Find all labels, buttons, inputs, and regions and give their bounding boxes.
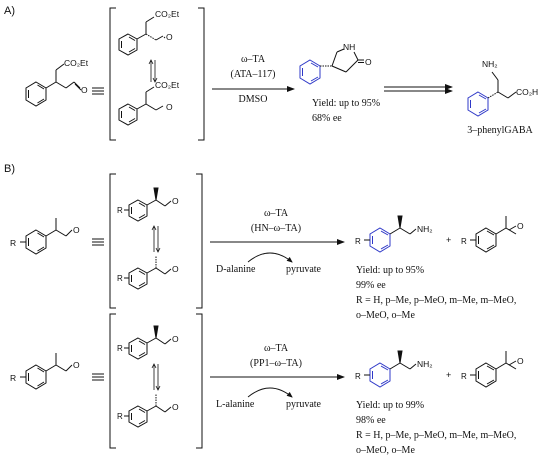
panel-a-substrate bbox=[25, 63, 82, 107]
bracket-b2-equilibrium bbox=[151, 363, 161, 391]
multi-step-arrow-a bbox=[384, 84, 453, 94]
bracket-b2-top-o: O bbox=[172, 334, 179, 344]
enzyme-label-a: ω–TA bbox=[241, 54, 266, 65]
bracket-a-top-conformer bbox=[118, 16, 166, 56]
row2-substrate-r: R bbox=[10, 373, 16, 383]
bracket-a-top-ester: CO₂Et bbox=[155, 9, 180, 19]
enzyme-detail-a: (ATA–117) bbox=[231, 69, 276, 80]
scope-b2-line2: o–MeO, o–Me bbox=[356, 445, 415, 456]
phenylgaba-product bbox=[467, 71, 517, 117]
row2-substrate bbox=[20, 353, 73, 390]
row1-substrate-r: R bbox=[10, 238, 16, 248]
bracket-b2-bottom-o: O bbox=[172, 402, 179, 412]
row1-product-r: R bbox=[355, 237, 361, 246]
row1-substrate bbox=[20, 218, 73, 255]
row2-product-r: R bbox=[355, 372, 361, 381]
yield-b2: Yield: up to 99% bbox=[356, 400, 424, 411]
cofactor-arc-b2 bbox=[247, 387, 293, 398]
bracket-b2 bbox=[109, 313, 203, 449]
substrate-ester-label: CO₂Et bbox=[64, 58, 89, 68]
bracket-a bbox=[109, 7, 205, 141]
row2-ketone-o: O bbox=[517, 356, 524, 366]
row1-product-nh2: NH₂ bbox=[417, 224, 433, 234]
row2-substrate-o: O bbox=[73, 360, 80, 370]
bracket-a-bottom-conformer bbox=[118, 86, 164, 126]
coproduct-b2: pyruvate bbox=[286, 399, 322, 410]
yield-b1: Yield: up to 95% bbox=[356, 265, 424, 276]
ee-b1: 99% ee bbox=[356, 280, 386, 291]
bracket-b1-bottom bbox=[124, 256, 172, 290]
lactam-o-label: O bbox=[365, 57, 372, 67]
row2-plus: + bbox=[446, 370, 451, 380]
equivalence-sign-a bbox=[92, 87, 104, 95]
scope-b2-line1: R = H, p–Me, p–MeO, m–Me, m–MeO, bbox=[356, 430, 516, 441]
ee-b2: 98% ee bbox=[356, 415, 386, 426]
scope-b1-line2: o–MeO, o–Me bbox=[356, 310, 415, 321]
bracket-a-bottom-ester: CO₂Et bbox=[155, 80, 180, 90]
bracket-b1-top bbox=[124, 187, 172, 222]
row1-ketone-o: O bbox=[517, 221, 524, 231]
bracket-b1 bbox=[109, 173, 203, 309]
lactam-nh-label: NH bbox=[343, 42, 355, 52]
substrate-aldehyde-o: O bbox=[81, 85, 88, 95]
ee-a: 68% ee bbox=[312, 113, 342, 124]
row2-amine-product bbox=[364, 350, 417, 388]
phenylgaba-name: 3–phenylGABA bbox=[467, 125, 533, 136]
cofactor-arc-b1 bbox=[247, 252, 293, 263]
bracket-b1-top-o: O bbox=[172, 196, 179, 206]
equivalence-sign-b2 bbox=[92, 373, 104, 381]
lactam-product bbox=[299, 48, 364, 85]
bracket-a-top-o: O bbox=[166, 32, 173, 42]
bracket-b2-bottom-r: R bbox=[117, 412, 123, 421]
row1-substrate-o: O bbox=[73, 225, 80, 235]
solvent-label-a: DMSO bbox=[239, 94, 268, 105]
row1-ketone-coproduct bbox=[470, 216, 517, 253]
bracket-a-equilibrium bbox=[148, 59, 158, 83]
enzyme-detail-b1: (HN–ω–TA) bbox=[251, 223, 301, 234]
phenylgaba-co2h-label: CO₂H bbox=[516, 87, 538, 97]
bracket-b1-equilibrium bbox=[151, 225, 161, 253]
row1-ketone-r: R bbox=[461, 237, 467, 246]
coproduct-b1: pyruvate bbox=[286, 264, 322, 275]
bracket-a-bottom-o: O bbox=[166, 102, 173, 112]
donor-b2: L-alanine bbox=[216, 399, 255, 410]
enzyme-detail-b2: (PP1–ω–TA) bbox=[250, 358, 302, 369]
row2-product-nh2: NH₂ bbox=[417, 359, 433, 369]
bracket-b2-bottom bbox=[124, 394, 172, 428]
bracket-b1-bottom-o: O bbox=[172, 264, 179, 274]
bracket-b1-top-r: R bbox=[117, 206, 123, 215]
scope-b1-line1: R = H, p–Me, p–MeO, m–Me, m–MeO, bbox=[356, 295, 516, 306]
enzyme-label-b2: ω–TA bbox=[264, 343, 289, 354]
panel-b-label: B) bbox=[4, 163, 15, 175]
bracket-b2-top-r: R bbox=[117, 344, 123, 353]
panel-a-label: A) bbox=[4, 5, 15, 17]
row1-plus: + bbox=[446, 235, 451, 245]
row2-ketone-coproduct bbox=[470, 351, 517, 388]
bracket-b1-bottom-r: R bbox=[117, 274, 123, 283]
phenylgaba-nh2-label: NH₂ bbox=[482, 59, 498, 69]
bracket-b2-top bbox=[124, 325, 172, 360]
row2-ketone-r: R bbox=[461, 372, 467, 381]
row1-amine-product bbox=[364, 215, 417, 253]
donor-b1: D-alanine bbox=[216, 264, 256, 275]
enzyme-label-b1: ω–TA bbox=[264, 208, 289, 219]
equivalence-sign-b1 bbox=[92, 238, 104, 246]
yield-a: Yield: up to 95% bbox=[312, 98, 380, 109]
